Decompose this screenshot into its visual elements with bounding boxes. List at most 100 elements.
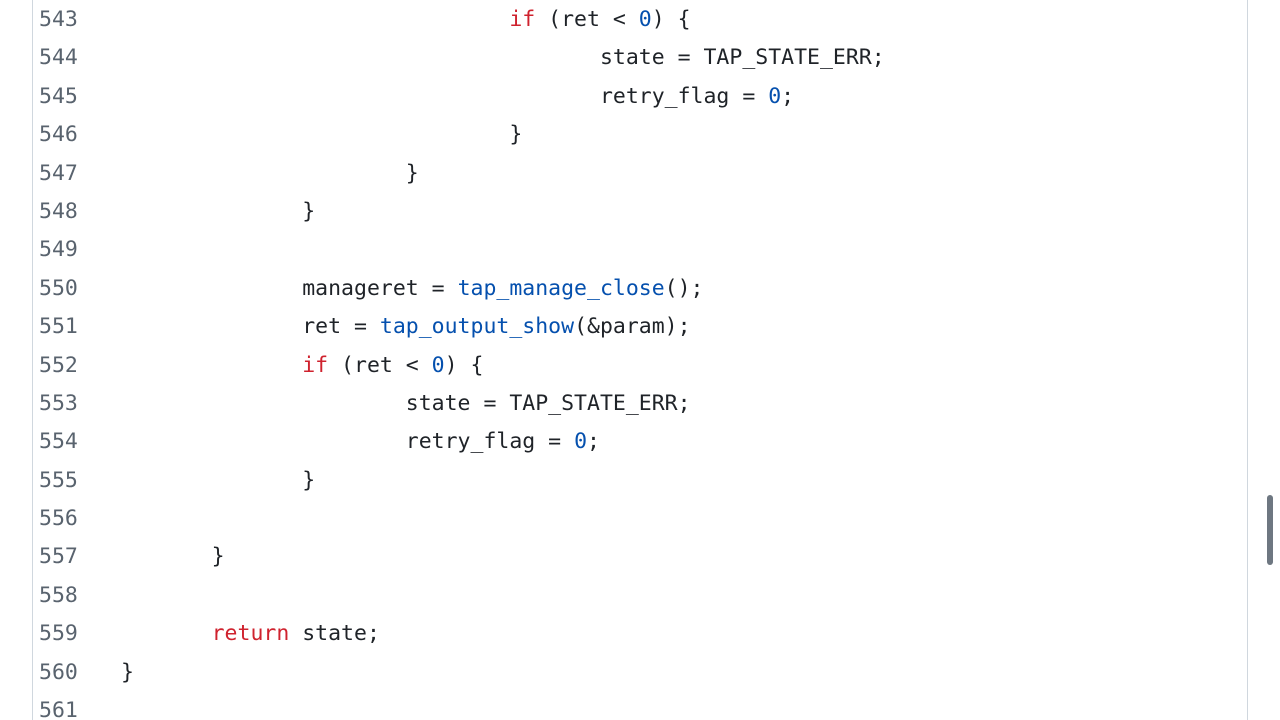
code-lines: 543 if (ret < 0) {544 state = TAP_STATE_… <box>33 1 1247 720</box>
code-token: } <box>302 198 316 224</box>
keyword-token: if <box>302 352 329 378</box>
function-token: tap_manage_close <box>457 275 665 301</box>
code-line[interactable]: 557 } <box>33 538 1247 576</box>
line-code: manageret = tap_manage_close(); <box>121 270 704 308</box>
vertical-scrollbar[interactable] <box>1262 0 1280 720</box>
line-number[interactable]: 546 <box>39 122 78 148</box>
line-number[interactable]: 551 <box>39 314 78 340</box>
code-indent <box>121 45 600 70</box>
code-token: (ret < <box>328 352 432 378</box>
number-token: 0 <box>431 352 445 378</box>
line-code: } <box>121 538 225 576</box>
number-token: 0 <box>768 83 782 109</box>
code-line[interactable]: 552 if (ret < 0) { <box>33 347 1247 385</box>
code-panel-right-border <box>1247 0 1248 720</box>
keyword-token: return <box>211 621 290 647</box>
code-indent <box>121 353 302 378</box>
code-token: (ret < <box>535 7 639 32</box>
line-number[interactable]: 558 <box>39 582 78 608</box>
line-number[interactable]: 550 <box>39 275 78 301</box>
code-indent <box>121 7 509 32</box>
code-line[interactable]: 551 ret = tap_output_show(&param); <box>33 308 1247 346</box>
line-code: ret = tap_output_show(&param); <box>121 308 691 346</box>
code-line[interactable]: 548 } <box>33 193 1247 231</box>
line-code: if (ret < 0) { <box>121 347 483 385</box>
code-token: state = TAP_STATE_ERR; <box>405 390 691 416</box>
code-line[interactable]: 555 } <box>33 462 1247 500</box>
code-line[interactable]: 550 manageret = tap_manage_close(); <box>33 270 1247 308</box>
code-token: ; <box>781 83 795 109</box>
function-token: tap_output_show <box>379 314 575 340</box>
code-token: retry_flag = <box>405 429 575 455</box>
line-number[interactable]: 548 <box>39 198 78 224</box>
code-token: } <box>302 467 316 493</box>
keyword-token: if <box>509 7 536 32</box>
code-line[interactable]: 549 <box>33 231 1247 269</box>
scrollbar-thumb[interactable] <box>1267 495 1273 565</box>
code-token: (); <box>664 275 704 301</box>
line-number[interactable]: 544 <box>39 45 78 71</box>
line-number[interactable]: 543 <box>39 7 78 32</box>
code-line[interactable]: 558 <box>33 577 1247 615</box>
line-code: } <box>121 155 419 193</box>
line-number[interactable]: 555 <box>39 467 78 493</box>
code-token: retry_flag = <box>599 83 769 109</box>
code-token: ; <box>587 429 600 455</box>
code-line[interactable]: 561 <box>33 692 1247 720</box>
code-line[interactable]: 545 retry_flag = 0; <box>33 78 1247 116</box>
code-token: } <box>405 160 419 186</box>
code-view[interactable]: 543 if (ret < 0) {544 state = TAP_STATE_… <box>33 0 1247 720</box>
code-indent <box>121 161 406 186</box>
line-number[interactable]: 553 <box>39 390 78 416</box>
code-token: manageret = <box>302 275 458 301</box>
code-indent <box>121 391 406 416</box>
line-number[interactable]: 545 <box>39 83 78 109</box>
code-indent <box>121 544 212 569</box>
code-token: ) { <box>444 352 484 378</box>
line-code: state = TAP_STATE_ERR; <box>121 39 885 77</box>
line-code: return state; <box>121 615 380 653</box>
code-line[interactable]: 560} <box>33 654 1247 692</box>
code-indent <box>121 314 302 339</box>
code-line[interactable]: 547 } <box>33 155 1247 193</box>
line-number[interactable]: 557 <box>39 544 78 570</box>
line-number[interactable]: 549 <box>39 237 78 263</box>
code-indent <box>121 276 302 301</box>
code-line[interactable]: 554 retry_flag = 0; <box>33 423 1247 461</box>
line-code: } <box>121 654 134 692</box>
code-line[interactable]: 543 if (ret < 0) { <box>33 1 1247 39</box>
code-line[interactable]: 544 state = TAP_STATE_ERR; <box>33 39 1247 77</box>
code-token: state = TAP_STATE_ERR; <box>599 45 885 71</box>
line-code: retry_flag = 0; <box>121 423 600 461</box>
code-token: } <box>121 659 134 685</box>
line-code: state = TAP_STATE_ERR; <box>121 385 691 423</box>
code-indent <box>121 199 302 224</box>
line-number[interactable]: 561 <box>39 698 78 720</box>
code-line[interactable]: 553 state = TAP_STATE_ERR; <box>33 385 1247 423</box>
code-token: } <box>509 122 523 148</box>
line-code: } <box>121 116 522 154</box>
code-indent <box>121 468 302 493</box>
line-code: if (ret < 0) { <box>121 1 691 39</box>
line-number[interactable]: 560 <box>39 659 78 685</box>
code-token: (&param); <box>574 314 691 340</box>
line-number[interactable]: 554 <box>39 429 78 455</box>
code-indent <box>121 122 509 147</box>
line-code: } <box>121 462 315 500</box>
code-line[interactable]: 546 } <box>33 116 1247 154</box>
code-token: state; <box>289 621 380 647</box>
code-token: } <box>211 544 225 570</box>
line-number[interactable]: 552 <box>39 352 78 378</box>
code-indent <box>121 84 600 109</box>
code-panel-left-border <box>32 0 33 720</box>
code-token: ret = <box>302 314 380 340</box>
code-token: ) { <box>651 7 691 32</box>
line-code: } <box>121 193 315 231</box>
code-indent <box>121 621 212 646</box>
code-line[interactable]: 556 <box>33 500 1247 538</box>
line-number[interactable]: 547 <box>39 160 78 186</box>
line-number[interactable]: 556 <box>39 506 78 532</box>
line-number[interactable]: 559 <box>39 621 78 647</box>
code-line[interactable]: 559 return state; <box>33 615 1247 653</box>
